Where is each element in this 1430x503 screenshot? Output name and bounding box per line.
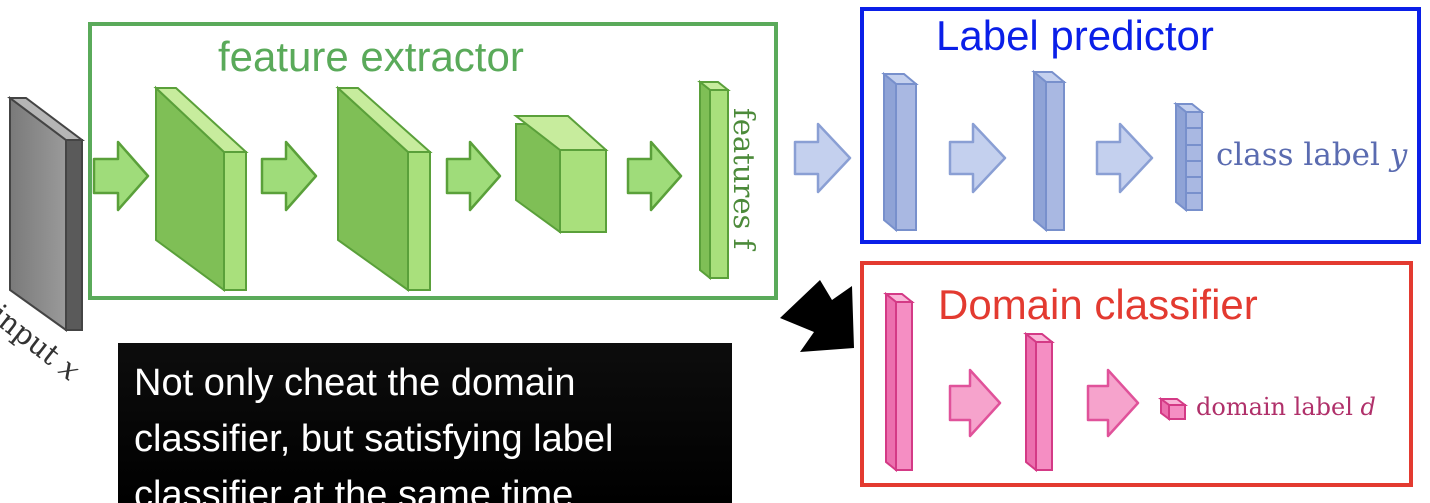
- arrow-3: [445, 140, 502, 212]
- domain-label: domain label d: [1196, 393, 1376, 421]
- domain-classifier-title: Domain classifier: [938, 281, 1258, 328]
- arrow-4: [626, 140, 683, 212]
- arrow-2: [260, 140, 318, 212]
- dc-arrow-1: [948, 368, 1002, 438]
- conv-layer-3: [513, 115, 609, 234]
- feature-vector: [697, 79, 731, 281]
- dc-output: [1158, 397, 1188, 421]
- conv-layer-1: [153, 85, 249, 292]
- arrow-to-label-predictor: [793, 122, 852, 194]
- arrow-1: [92, 140, 150, 212]
- lp-arrow-2: [1095, 122, 1154, 194]
- label-predictor-title: Label predictor: [936, 12, 1214, 59]
- dc-arrow-2: [1086, 368, 1140, 438]
- dc-layer-1: [883, 291, 915, 473]
- lp-layer-1: [881, 71, 919, 233]
- feature-extractor-title: feature extractor: [218, 33, 524, 80]
- lp-output-vector: [1173, 101, 1205, 213]
- class-label: class label y: [1216, 137, 1408, 173]
- input-image: [7, 96, 85, 332]
- note-callout: Not only cheat the domain classifier, bu…: [118, 343, 732, 503]
- lp-arrow-1: [948, 122, 1007, 194]
- features-label: features f: [727, 108, 761, 250]
- feature-extractor-box: [88, 22, 778, 300]
- lp-layer-2: [1031, 69, 1067, 233]
- note-text: Not only cheat the domain classifier, bu…: [134, 362, 614, 503]
- arrow-to-domain-classifier: [780, 280, 854, 352]
- label-predictor-box: [860, 7, 1421, 244]
- conv-layer-2: [335, 85, 433, 292]
- dc-layer-2: [1023, 331, 1055, 473]
- domain-classifier-box: [860, 261, 1413, 487]
